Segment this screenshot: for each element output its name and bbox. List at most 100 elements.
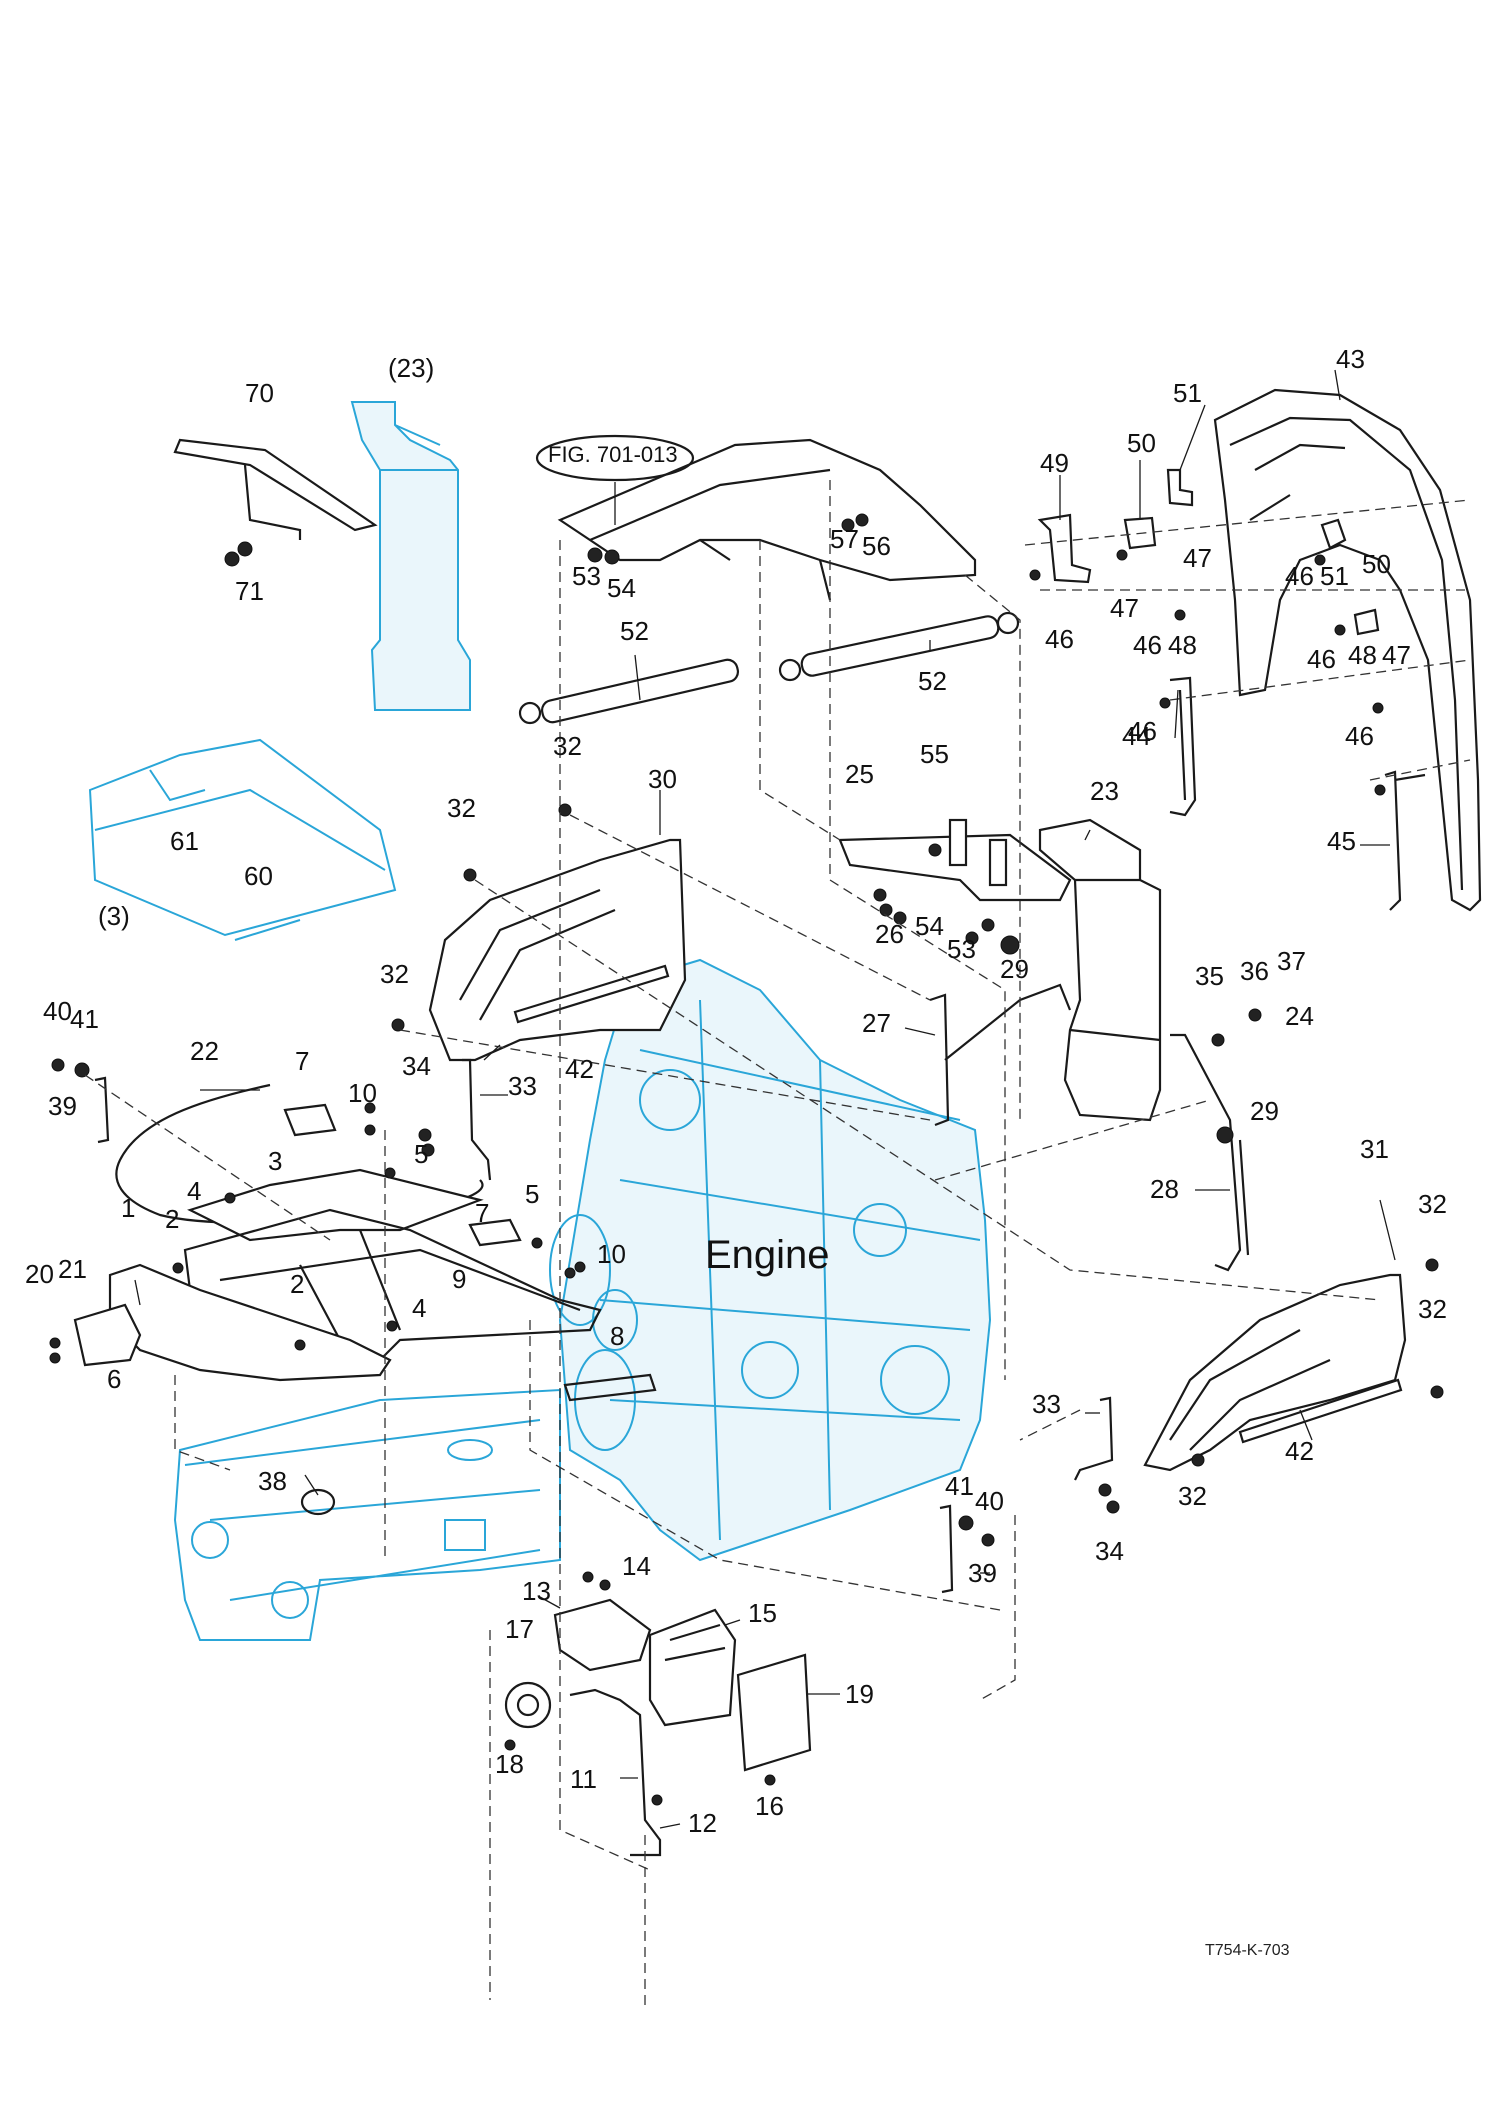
callout-47c: 47 xyxy=(1382,640,1411,670)
callout-11: 11 xyxy=(570,1764,597,1794)
callout-35: 35 xyxy=(1195,961,1224,991)
callout-52a: 52 xyxy=(620,616,649,646)
callout-25: 25 xyxy=(845,759,874,789)
callout-34b: 34 xyxy=(1095,1536,1124,1566)
callout-22: 22 xyxy=(190,1036,219,1066)
stay-33a xyxy=(462,1058,492,1181)
callout-54b: 54 xyxy=(915,911,944,941)
leader-lines xyxy=(134,369,1396,1829)
callout-56: 56 xyxy=(862,531,891,561)
callout-55: 55 xyxy=(920,739,949,769)
callout-5a: 5 xyxy=(414,1139,428,1169)
callout-42b: 42 xyxy=(1285,1436,1314,1466)
callout-42a: 42 xyxy=(565,1054,594,1084)
callout-51a: 51 xyxy=(1173,378,1202,408)
callout-46b: 46 xyxy=(1133,630,1162,660)
callout-33a: 33 xyxy=(508,1071,537,1101)
callout-1: 1 xyxy=(121,1193,135,1223)
callout-23: 23 xyxy=(1090,776,1119,806)
strip-42b xyxy=(1238,1378,1403,1444)
callout-21: 21 xyxy=(58,1254,87,1284)
callout-48b: 48 xyxy=(1348,640,1377,670)
callout-45: 45 xyxy=(1327,826,1356,856)
callout-5b: 5 xyxy=(525,1179,539,1209)
callout-19: 19 xyxy=(845,1679,874,1709)
callout-7a: 7 xyxy=(295,1046,309,1076)
callout-4b: 4 xyxy=(412,1293,426,1323)
callout-48a: 48 xyxy=(1168,630,1197,660)
callout-47a: 47 xyxy=(1110,593,1139,623)
horn-17 xyxy=(504,1681,552,1729)
callout-32c: 32 xyxy=(380,959,409,989)
cover-1 xyxy=(108,1263,392,1382)
strip-42a xyxy=(513,964,670,1024)
callout-36: 36 xyxy=(1240,956,1269,986)
rod-45 xyxy=(1384,770,1426,911)
callout-57: 57 xyxy=(830,524,859,554)
bracket-50b xyxy=(1353,608,1380,636)
callout-2b: 2 xyxy=(290,1269,304,1299)
callout-26: 26 xyxy=(875,919,904,949)
gas-strut-right xyxy=(778,611,1020,682)
callout-23-ref: (23) xyxy=(388,353,434,383)
part-70-bracket xyxy=(173,438,378,532)
hood-43 xyxy=(1213,388,1482,912)
callout-9: 9 xyxy=(452,1264,466,1294)
callout-46e: 46 xyxy=(1345,721,1374,751)
callout-17: 17 xyxy=(505,1614,534,1644)
callout-54a: 54 xyxy=(607,573,636,603)
callout-15: 15 xyxy=(748,1598,777,1628)
callout-33b: 33 xyxy=(1032,1389,1061,1419)
callout-46f: 46 xyxy=(1128,716,1157,746)
callout-51b: 51 xyxy=(1320,561,1349,591)
plate-7b xyxy=(468,1218,522,1247)
callout-37: 37 xyxy=(1277,946,1306,976)
bolts xyxy=(49,513,1444,1806)
callout-46a: 46 xyxy=(1045,624,1074,654)
callout-3: 3 xyxy=(268,1146,282,1176)
callout-32e: 32 xyxy=(1418,1294,1447,1324)
callout-53a: 53 xyxy=(572,561,601,591)
frame-panel-ref xyxy=(350,401,471,711)
callout-49: 49 xyxy=(1040,448,1069,478)
callout-46d: 46 xyxy=(1307,644,1336,674)
callout-28: 28 xyxy=(1150,1174,1179,1204)
plate-7a xyxy=(283,1103,337,1137)
labels: FIG. 701-013 Engine T754-K-703 70 (23) 7… xyxy=(25,344,1447,1959)
stay-11 xyxy=(569,1688,662,1857)
ecu-15 xyxy=(648,1608,737,1727)
callout-7b: 7 xyxy=(475,1198,489,1228)
callout-3-ref: (3) xyxy=(98,901,130,931)
chassis-section-ref xyxy=(88,738,397,937)
callout-18: 18 xyxy=(495,1749,524,1779)
callout-16: 16 xyxy=(755,1791,784,1821)
callout-32b: 32 xyxy=(447,793,476,823)
callout-4a: 4 xyxy=(187,1176,201,1206)
callout-60: 60 xyxy=(244,861,273,891)
callout-50a: 50 xyxy=(1127,428,1156,458)
engine-label: Engine xyxy=(705,1233,830,1277)
stay-33b xyxy=(1074,1396,1114,1481)
callout-29a: 29 xyxy=(1000,954,1029,984)
callout-14: 14 xyxy=(622,1551,651,1581)
callout-32f: 32 xyxy=(1178,1481,1207,1511)
callout-20: 20 xyxy=(25,1259,54,1289)
callout-39b: 39 xyxy=(968,1558,997,1588)
plate-13 xyxy=(553,1598,652,1672)
callout-13: 13 xyxy=(522,1576,551,1606)
callout-71: 71 xyxy=(235,576,264,606)
base-frame-ref xyxy=(173,1388,561,1641)
fig-ref-oval xyxy=(535,434,695,482)
upper-frame xyxy=(557,438,977,582)
fender-31 xyxy=(1143,1273,1407,1472)
callout-6: 6 xyxy=(107,1364,121,1394)
gas-strut-left xyxy=(518,658,740,725)
callout-38: 38 xyxy=(258,1466,287,1496)
rod-44 xyxy=(1169,676,1197,817)
callout-10a: 10 xyxy=(348,1078,377,1108)
callout-44: 44 xyxy=(1122,721,1151,751)
cover-3 xyxy=(187,1168,484,1242)
callout-12: 12 xyxy=(688,1808,717,1838)
hinge-6 xyxy=(73,1303,142,1367)
